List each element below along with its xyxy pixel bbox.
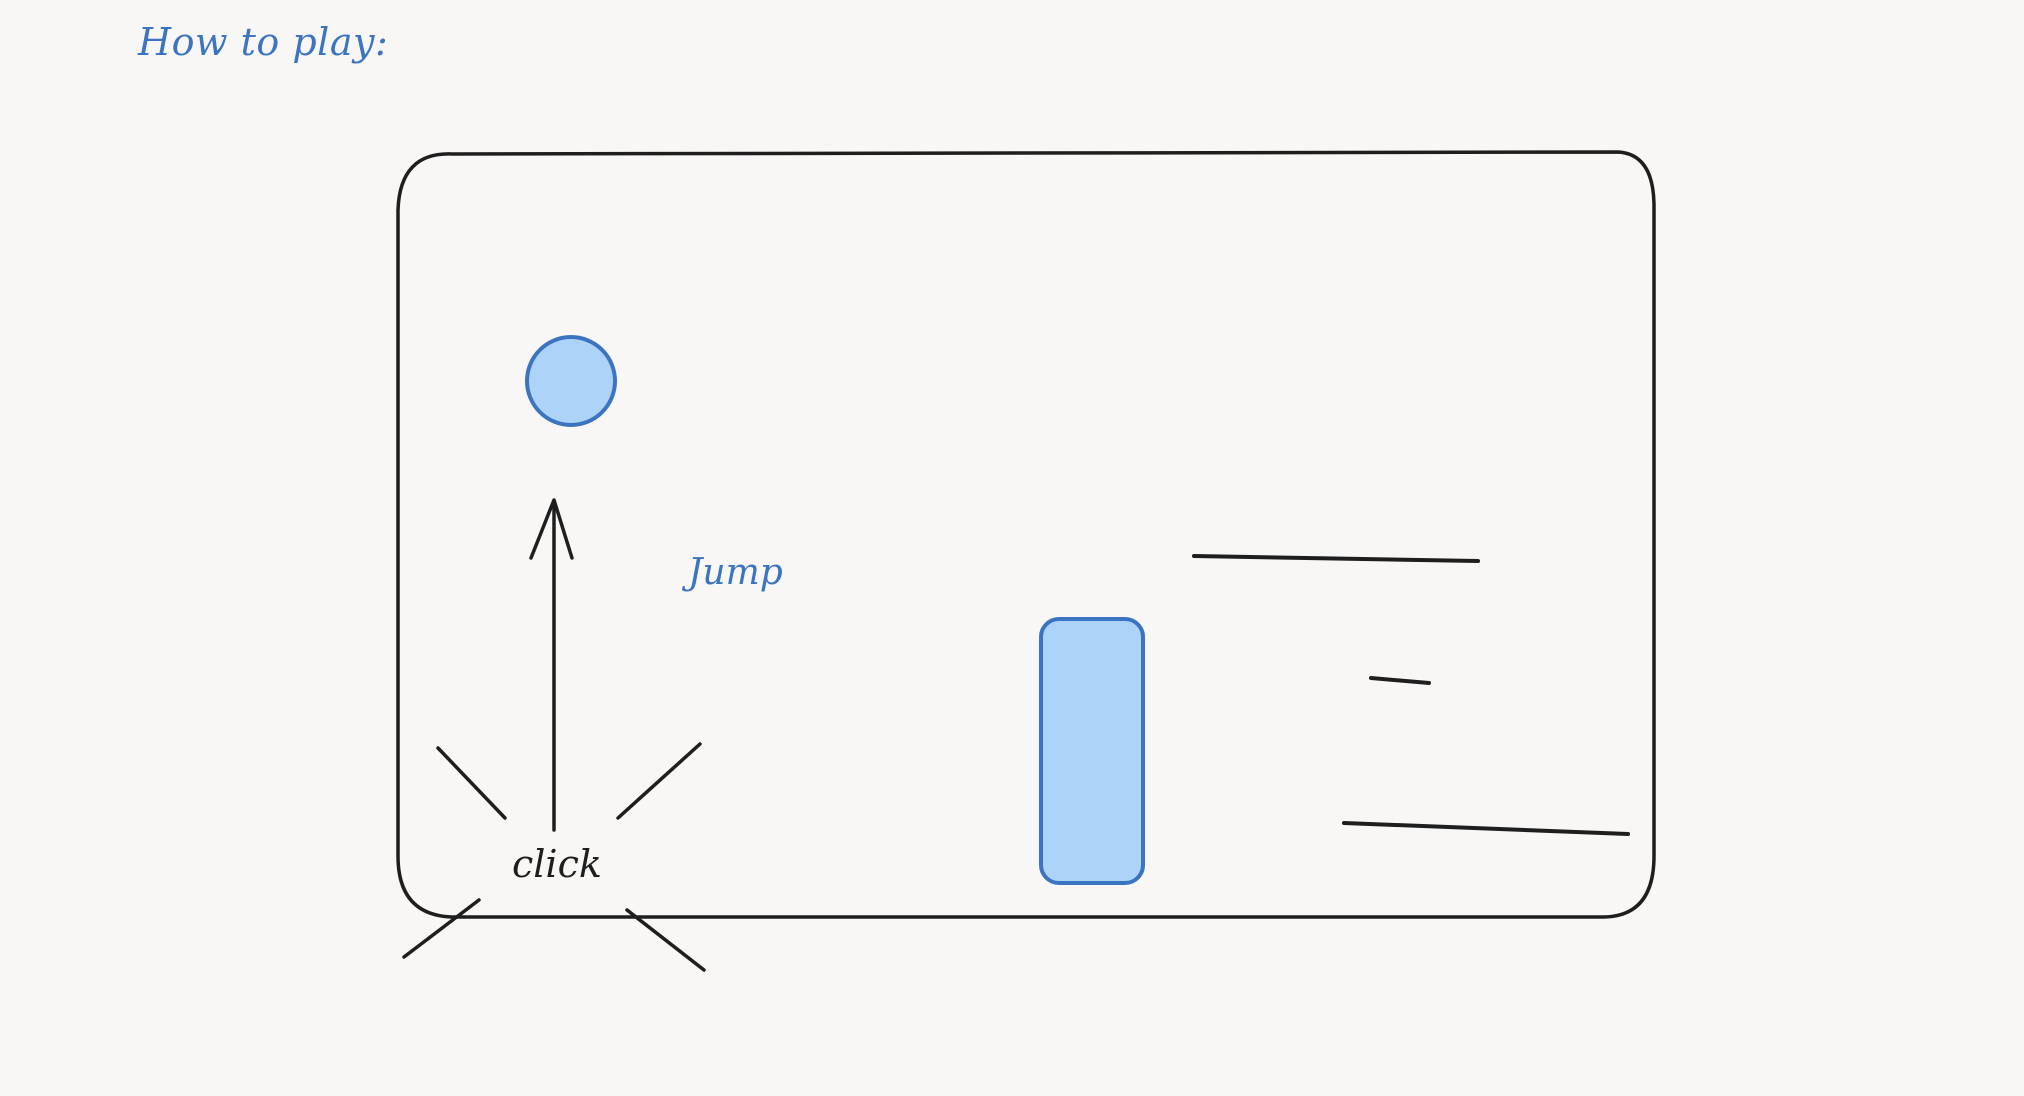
click-burst-icon [402, 742, 706, 972]
page-title: How to play: [138, 20, 389, 64]
obstacle-pillar-icon [1039, 617, 1145, 885]
jump-arrow-icon [529, 498, 574, 832]
click-label: click [512, 842, 602, 886]
player-ball-icon [525, 335, 617, 427]
game-screen-frame [396, 150, 1656, 919]
jump-label: Jump [688, 552, 783, 593]
motion-lines-icon [1192, 554, 1630, 836]
